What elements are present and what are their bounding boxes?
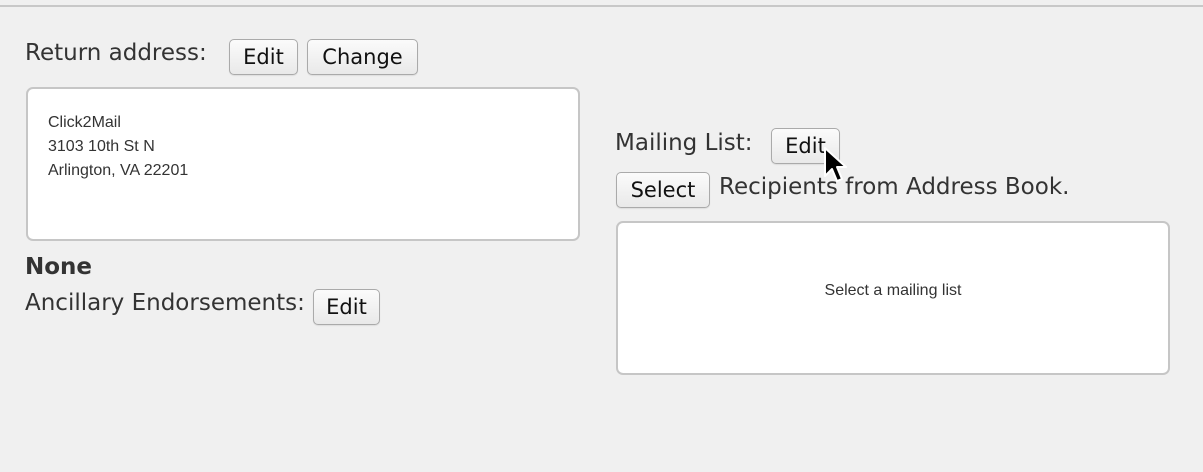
mailing-list-edit-button[interactable]: Edit <box>771 128 840 164</box>
mailing-list-label: Mailing List: <box>615 130 753 156</box>
mailing-list-placeholder: Select a mailing list <box>824 282 962 299</box>
return-address-edit-button[interactable]: Edit <box>229 39 298 75</box>
mouse-pointer-icon <box>824 147 847 182</box>
mailing-list-box[interactable]: Select a mailing list <box>616 221 1170 375</box>
ancillary-endorsements-label: Ancillary Endorsements: <box>25 290 305 316</box>
endorsements-edit-button[interactable]: Edit <box>313 289 380 325</box>
select-recipients-button[interactable]: Select <box>616 172 710 208</box>
return-address-line-3: Arlington, VA 22201 <box>48 162 189 179</box>
return-address-line-2: 3103 10th St N <box>48 138 155 155</box>
return-address-line-1: Click2Mail <box>48 114 121 131</box>
top-divider <box>0 0 1203 7</box>
return-address-change-button[interactable]: Change <box>307 39 418 75</box>
return-address-box: Click2Mail 3103 10th St N Arlington, VA … <box>26 87 580 241</box>
recipients-from-address-book-text: Recipients from Address Book. <box>719 174 1070 200</box>
endorsement-value: None <box>25 254 93 280</box>
return-address-label: Return address: <box>25 40 207 66</box>
